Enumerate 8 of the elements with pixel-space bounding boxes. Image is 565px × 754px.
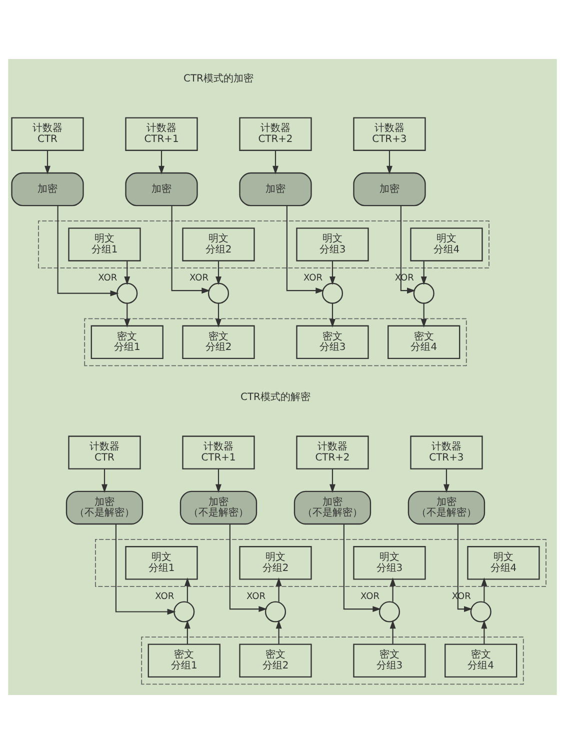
node-label: XOR <box>155 592 174 602</box>
label: CTR模式的解密 <box>240 392 310 403</box>
label: CTR模式的加密 <box>184 73 254 84</box>
node-label: XOR <box>304 274 323 284</box>
node-label: XOR <box>98 274 118 284</box>
node-label: XOR <box>360 592 380 602</box>
node-label: XOR <box>246 592 266 602</box>
node-label: XOR <box>190 274 209 284</box>
